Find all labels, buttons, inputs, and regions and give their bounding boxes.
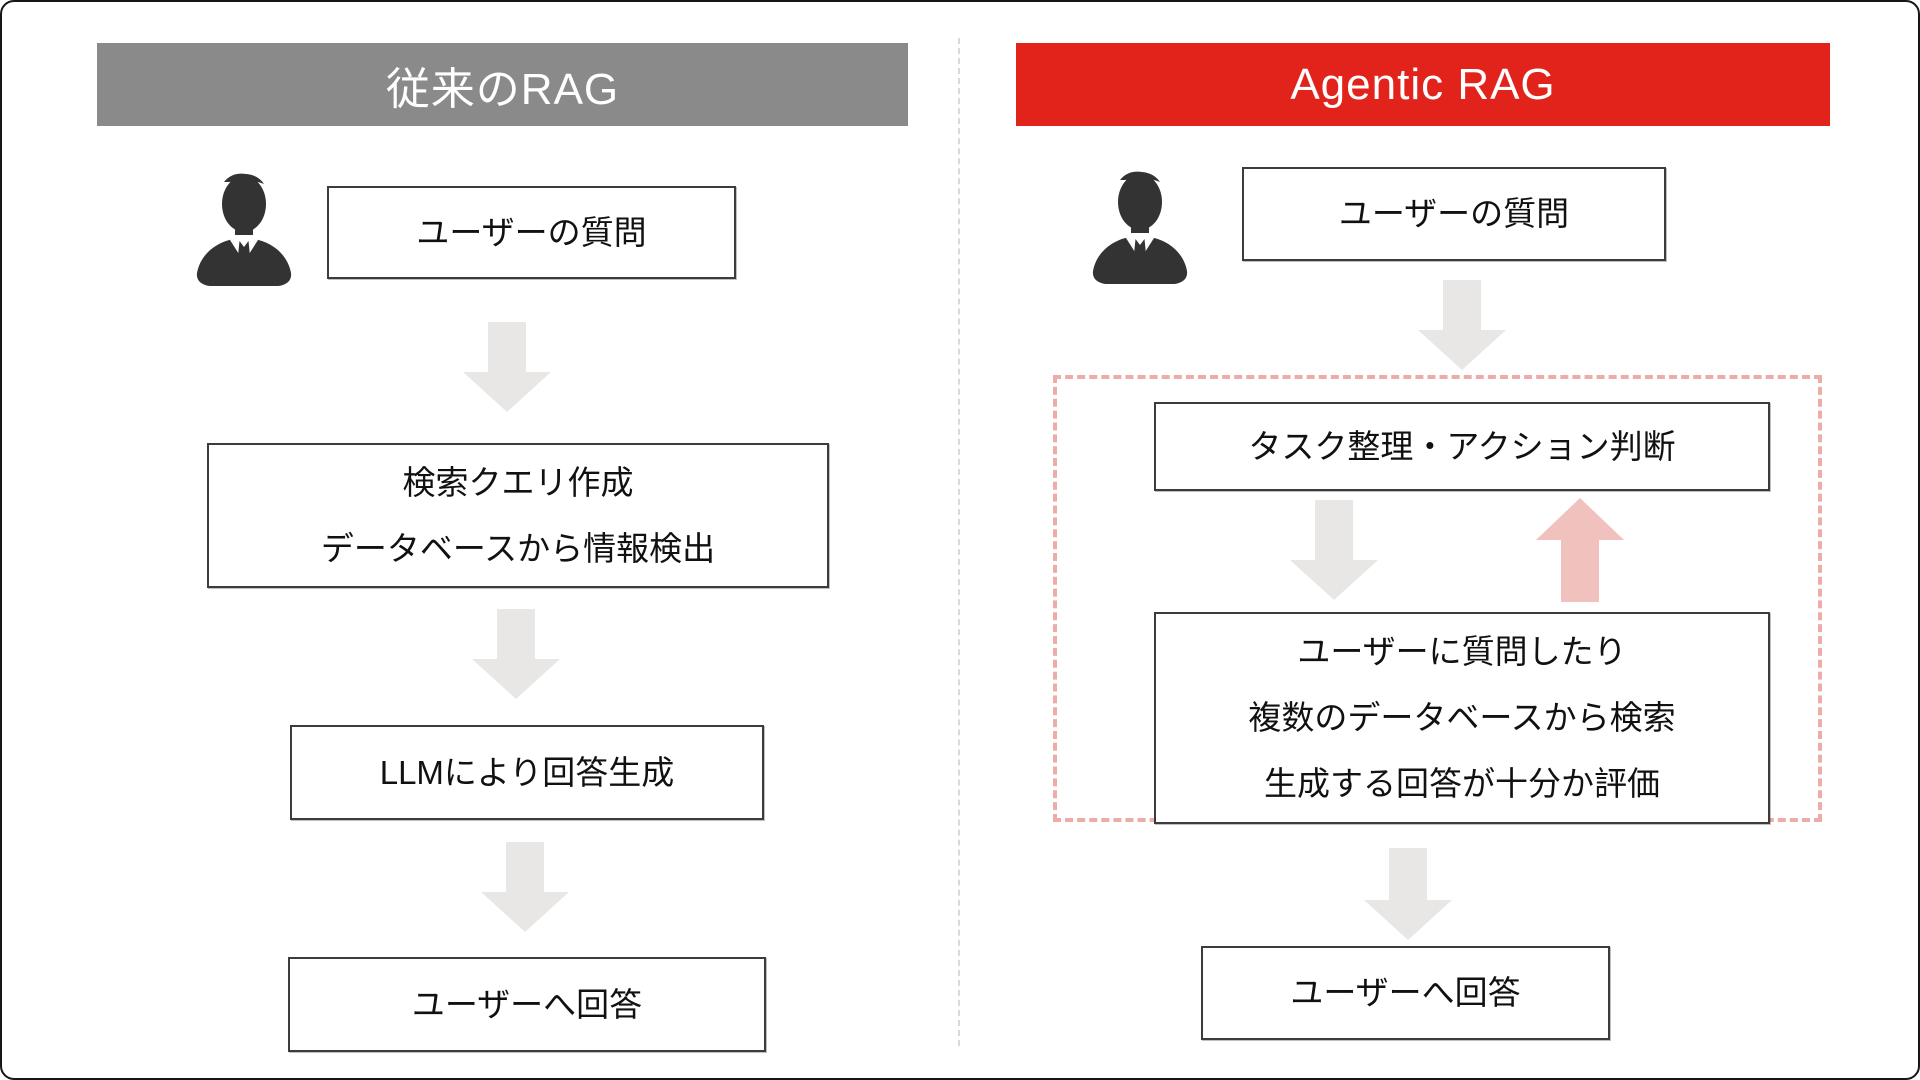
arrow-head <box>481 892 569 932</box>
answer-box: ユーザーへ回答 <box>288 957 766 1052</box>
arrow-down-icon <box>463 322 551 412</box>
loop-process-line3: 生成する回答が十分か評価 <box>1264 765 1660 802</box>
answer-box: ユーザーへ回答 <box>1201 946 1610 1040</box>
arrow-down-icon <box>472 609 560 699</box>
user-question-box: ユーザーの質問 <box>327 186 736 279</box>
arrow-down-icon <box>481 842 569 932</box>
arrow-shaft <box>497 609 535 659</box>
arrow-head <box>1364 900 1452 940</box>
arrow-down-icon <box>1418 280 1506 370</box>
arrow-head <box>1418 330 1506 370</box>
arrow-up-icon <box>1536 498 1624 602</box>
arrow-shaft <box>1389 848 1427 900</box>
user-question-label: ユーザーの質問 <box>1338 195 1570 232</box>
agentic-rag-header-label: Agentic RAG <box>1290 59 1556 109</box>
arrow-head <box>1290 560 1378 600</box>
agentic-rag-header: Agentic RAG <box>1016 43 1830 126</box>
task-action-box: タスク整理・アクション判断 <box>1154 402 1770 491</box>
traditional-rag-header-label: 従来のRAG <box>385 64 620 114</box>
query-retrieval-box: 検索クエリ作成 データベースから情報検出 <box>207 443 829 588</box>
user-question-label: ユーザーの質問 <box>416 213 647 251</box>
arrow-down-icon <box>1290 500 1378 600</box>
loop-process-line2: 複数のデータベースから検索 <box>1248 699 1676 736</box>
arrow-shaft <box>506 842 544 892</box>
answer-label: ユーザーへ回答 <box>1290 974 1521 1011</box>
arrow-head <box>1536 498 1624 540</box>
arrow-down-icon <box>1364 848 1452 940</box>
arrow-shaft <box>488 322 526 372</box>
user-icon <box>192 168 296 288</box>
task-action-label: タスク整理・アクション判断 <box>1248 427 1676 465</box>
user-icon <box>1088 166 1192 286</box>
query-retrieval-line2: データベースから情報検出 <box>320 529 716 567</box>
loop-process-line1: ユーザーに質問したり <box>1297 633 1627 670</box>
user-question-box: ユーザーの質問 <box>1242 167 1666 261</box>
arrow-shaft <box>1561 540 1599 602</box>
answer-label: ユーザーへ回答 <box>411 985 643 1023</box>
column-divider <box>958 38 960 1046</box>
loop-process-box: ユーザーに質問したり 複数のデータベースから検索 生成する回答が十分か評価 <box>1154 612 1770 824</box>
traditional-rag-header: 従来のRAG <box>97 43 908 126</box>
llm-generation-box: LLMにより回答生成 <box>290 725 764 820</box>
arrow-shaft <box>1315 500 1353 560</box>
arrow-head <box>463 372 551 412</box>
llm-generation-label: LLMにより回答生成 <box>379 753 675 791</box>
arrow-shaft <box>1443 280 1481 330</box>
arrow-head <box>472 659 560 699</box>
query-retrieval-line1: 検索クエリ作成 <box>402 463 634 501</box>
